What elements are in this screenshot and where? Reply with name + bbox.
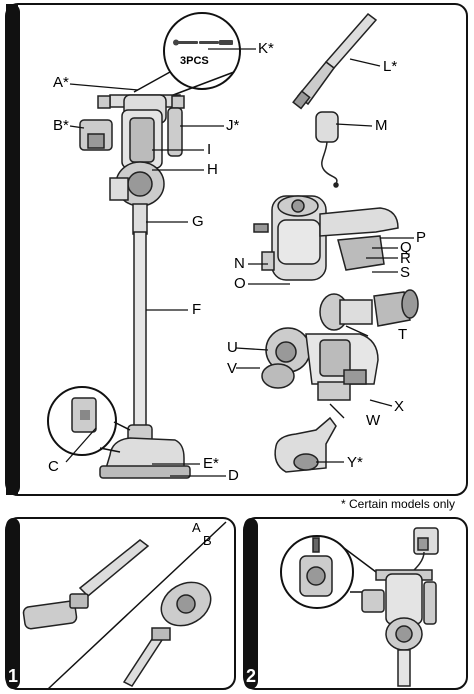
label-q: Q bbox=[400, 239, 412, 256]
brush-hose-drawing bbox=[319, 289, 419, 331]
label-b: B* bbox=[53, 117, 69, 134]
step-1-label-b: B bbox=[203, 533, 212, 548]
step-2-number: 2 bbox=[246, 666, 257, 686]
step-1-panel bbox=[5, 517, 236, 690]
label-k: K* bbox=[258, 40, 274, 57]
label-v: V bbox=[227, 360, 238, 377]
label-u: U bbox=[227, 339, 238, 356]
label-e: E* bbox=[203, 455, 219, 472]
label-l: L* bbox=[383, 58, 398, 75]
label-d: D bbox=[228, 467, 239, 484]
label-m: M bbox=[375, 117, 388, 134]
label-h: H bbox=[207, 161, 218, 178]
label-i: I bbox=[207, 141, 212, 158]
screw-icons bbox=[173, 39, 233, 46]
main-diagram-panel bbox=[5, 3, 468, 496]
step-1-number: 1 bbox=[8, 666, 19, 686]
charger-drawing bbox=[315, 111, 339, 188]
label-j: J* bbox=[226, 117, 240, 134]
release-detail-callout bbox=[47, 386, 131, 456]
label-w: W bbox=[366, 412, 381, 429]
label-f: F bbox=[192, 301, 202, 318]
label-a: A* bbox=[53, 74, 69, 91]
screws-callout bbox=[133, 12, 241, 101]
turbo-brush-drawing bbox=[274, 416, 337, 473]
stick-vacuum-drawing bbox=[79, 94, 191, 479]
label-o: O bbox=[234, 275, 246, 292]
crevice-tool-drawing bbox=[292, 12, 378, 110]
label-x: X bbox=[394, 398, 405, 415]
label-p: P bbox=[416, 229, 427, 246]
label-y: Y* bbox=[347, 454, 363, 471]
handheld-unit-drawing bbox=[253, 195, 399, 281]
label-g: G bbox=[192, 213, 204, 230]
label-t: T bbox=[398, 326, 408, 343]
step-1-label-a: A bbox=[192, 520, 201, 535]
label-s: S bbox=[400, 264, 411, 281]
footnote: * Certain models only bbox=[341, 497, 456, 511]
handheld-open-drawing bbox=[261, 327, 379, 401]
label-r: R bbox=[400, 250, 411, 267]
step-2-panel bbox=[243, 517, 468, 690]
label-c: C bbox=[48, 458, 59, 475]
leader-lines bbox=[65, 48, 414, 477]
label-3pcs: 3PCS bbox=[180, 55, 209, 67]
label-n: N bbox=[234, 255, 245, 272]
